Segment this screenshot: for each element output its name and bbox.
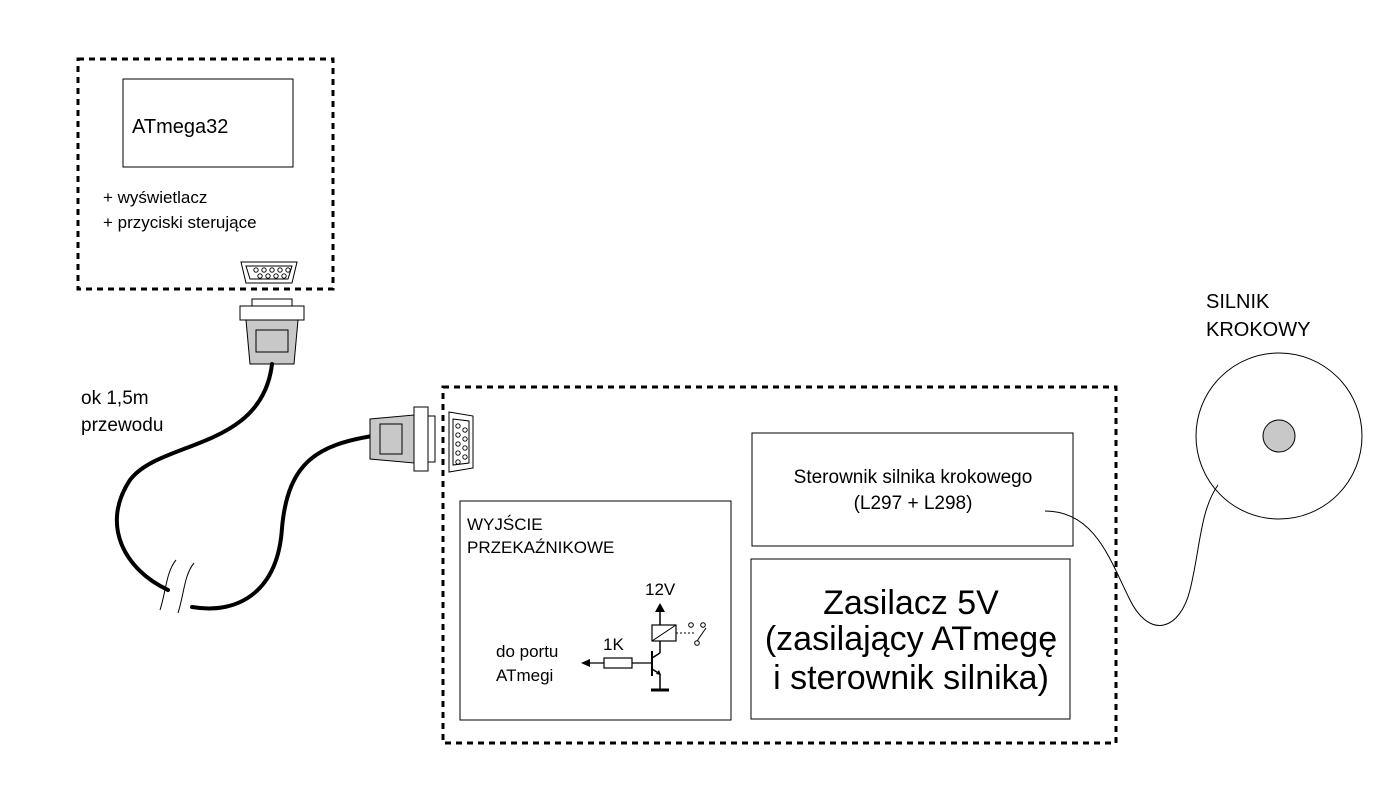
resistor-label: 1K <box>603 635 624 654</box>
power-supply-box: Zasilacz 5V (zasilający ATmegę i sterown… <box>750 558 1071 720</box>
power-supply-title: Zasilacz 5V <box>823 584 999 622</box>
stepper-driver-box: Sterownik silnika krokowego (L297 + L298… <box>751 432 1074 547</box>
motor-label: SILNIK <box>1206 291 1270 313</box>
power-supply-desc-line2: i sterownik silnika) <box>773 659 1049 697</box>
resistor-icon <box>603 657 633 669</box>
driver-label: Sterownik silnika krokowego <box>794 467 1033 488</box>
main-enclosure: Sterownik silnika krokowego (L297 + L298… <box>441 385 1118 745</box>
relay-output-box: WYJŚCIE PRZEKAŹNIKOWE 12V <box>459 500 732 721</box>
feature-display: + wyświetlacz <box>103 188 207 207</box>
stepper-motor: SILNIK KROKOWY <box>1195 291 1363 520</box>
feature-buttons: + przyciski sterujące <box>103 213 257 232</box>
main-db9-socket-icon <box>448 411 474 473</box>
atmega32-label: ATmega32 <box>132 116 228 138</box>
serial-cable: ok 1,5m przewodu <box>81 298 436 614</box>
motor-wire <box>1044 484 1219 626</box>
relay-output-title-line2: PRZEKAŹNIKOWE <box>467 538 614 557</box>
controller-db9-socket-icon <box>240 261 298 284</box>
motor-label-line2: KROKOWY <box>1206 319 1310 341</box>
db9-plug-top-icon <box>239 298 305 365</box>
cable-length-label: ok 1,5m <box>81 388 149 409</box>
motor-shaft-icon <box>1262 419 1296 453</box>
port-label: do portu <box>496 642 558 661</box>
relay-output-title: WYJŚCIE <box>467 515 543 534</box>
relay-contact-icon <box>688 622 707 646</box>
db9-plug-right-icon <box>369 406 436 472</box>
controller-enclosure: ATmega32 + wyświetlacz + przyciski steru… <box>76 57 335 291</box>
port-label-line2: ATmegi <box>496 666 553 685</box>
atmega32-chip-box <box>122 78 294 168</box>
relay-schematic: 12V <box>496 580 707 692</box>
cable-length-label-line2: przewodu <box>81 415 163 436</box>
driver-chips-label: (L297 + L298) <box>854 493 973 514</box>
voltage-label: 12V <box>645 580 676 599</box>
power-supply-desc-line1: (zasilający ATmegę <box>765 620 1057 658</box>
arrow-left-icon <box>581 659 590 667</box>
